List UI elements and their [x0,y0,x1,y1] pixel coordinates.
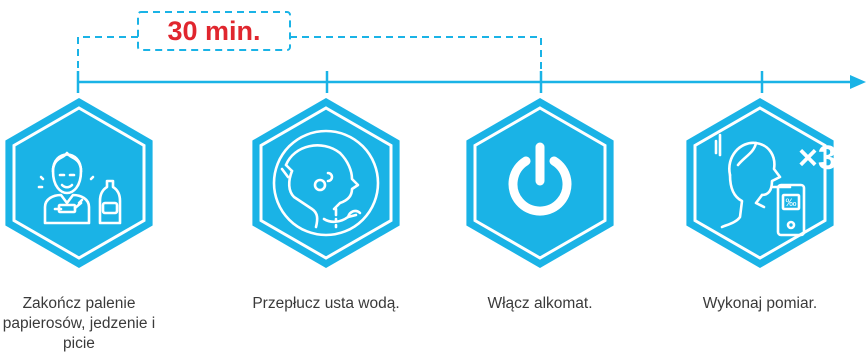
step-1-hexagon [5,98,153,268]
display-unit-label: ‰ [786,197,797,209]
timeline [76,71,866,93]
step-3-caption: Włącz alkomat. [487,295,593,312]
step-3-hexagon [466,98,614,268]
step-2-caption: Przepłucz usta wodą. [252,295,400,312]
test-count-label: ×3 [798,139,837,177]
step-4-hexagon: ×3 ‰ [686,98,837,268]
person-smoking-drinking-icon [37,151,122,225]
wait-time-label: 30 min. [167,15,261,46]
step-1-caption: Zakończ palenie papierosów, jedzenie i p… [2,295,156,352]
wait-bracket [77,11,542,80]
rinse-mouth-icon [272,129,380,237]
breath-test-x3-icon [714,133,806,237]
step-4-caption: Wykonaj pomiar. [702,295,818,312]
timeline-arrow-icon [850,75,866,89]
step-2-hexagon [252,98,400,268]
power-icon [508,142,572,216]
